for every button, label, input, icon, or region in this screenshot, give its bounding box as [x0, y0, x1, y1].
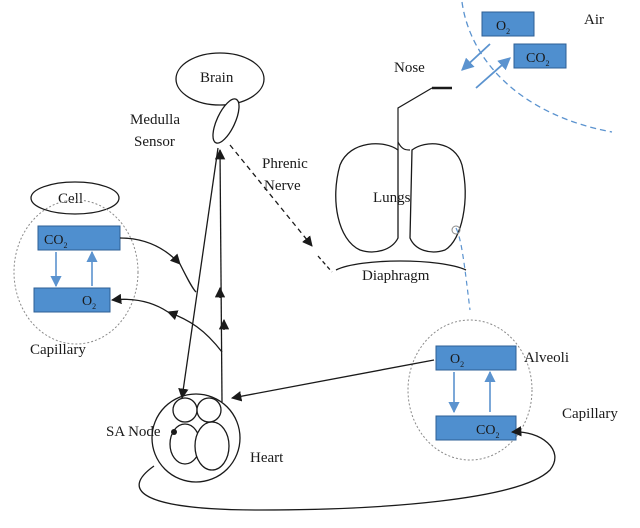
diaphragm-label: Diaphragm	[362, 268, 430, 284]
systemic-loop-arrow	[138, 426, 556, 511]
alveoli-o2-box	[435, 345, 517, 371]
nerve-label: Nerve	[264, 178, 301, 194]
cell-label: Cell	[58, 191, 83, 207]
air-o2-box	[481, 11, 535, 37]
medulla-label: Medulla	[130, 112, 180, 128]
blood-to-cell-arrow	[167, 310, 223, 353]
alveolus-marker	[451, 225, 461, 235]
air-co2-label: CO2	[526, 51, 549, 68]
trachea	[397, 87, 433, 142]
alveoli-to-heart-arrow	[230, 359, 435, 402]
lung-alveoli-link	[455, 227, 471, 311]
sa-node-dot	[171, 429, 177, 435]
air-boundary-arc	[461, 1, 613, 133]
cell-o2-box	[33, 287, 111, 313]
left-capillary-region	[13, 199, 139, 345]
nose-label: Nose	[394, 60, 425, 76]
co2-vessel-tail	[179, 263, 197, 293]
left-capillary-label: Capillary	[30, 342, 86, 358]
alveoli-co2-box	[435, 415, 517, 441]
heart-left-ventricle	[194, 421, 230, 471]
air-co2-box	[513, 43, 567, 69]
heart-left-atrium	[196, 397, 222, 423]
heart-right-atrium	[172, 397, 198, 423]
phrenic-label: Phrenic	[262, 156, 308, 172]
right-capillary-label: Capillary	[562, 406, 618, 422]
diaphragm-curve	[335, 260, 467, 271]
alveoli-o2-label: O2	[450, 352, 464, 369]
co2-out-arrow	[475, 57, 511, 89]
cell-co2-label: CO2	[44, 233, 67, 250]
cell-co2-box	[37, 225, 121, 251]
medulla-shape	[212, 98, 240, 144]
o2-in-arrow	[461, 43, 491, 71]
medulla-to-heart-arrow	[178, 147, 219, 400]
o2-to-cell-arrow	[110, 293, 169, 313]
right-lung	[409, 143, 466, 253]
air-label: Air	[584, 12, 604, 28]
alveoli-label: Alveoli	[524, 350, 569, 366]
sensor-label: Sensor	[134, 134, 175, 150]
sa-node-label: SA Node	[106, 424, 161, 440]
heart-to-medulla-arrow	[214, 148, 226, 403]
phrenic-nerve-arrow	[229, 144, 313, 247]
phrenic-nerve-end	[317, 255, 333, 273]
cell-o2-label: O2	[82, 294, 96, 311]
right-capillary-region	[407, 319, 533, 461]
left-lung	[335, 143, 399, 253]
bronchi	[397, 141, 411, 151]
co2-to-vessel-arrow	[119, 237, 181, 265]
air-o2-label: O2	[496, 19, 510, 36]
cell-shape	[30, 181, 120, 215]
alveoli-co2-label: CO2	[476, 423, 499, 440]
brain-label: Brain	[200, 70, 234, 86]
heart-label: Heart	[250, 450, 284, 466]
lungs-label: Lungs	[373, 190, 411, 206]
brain-shape	[175, 52, 265, 106]
